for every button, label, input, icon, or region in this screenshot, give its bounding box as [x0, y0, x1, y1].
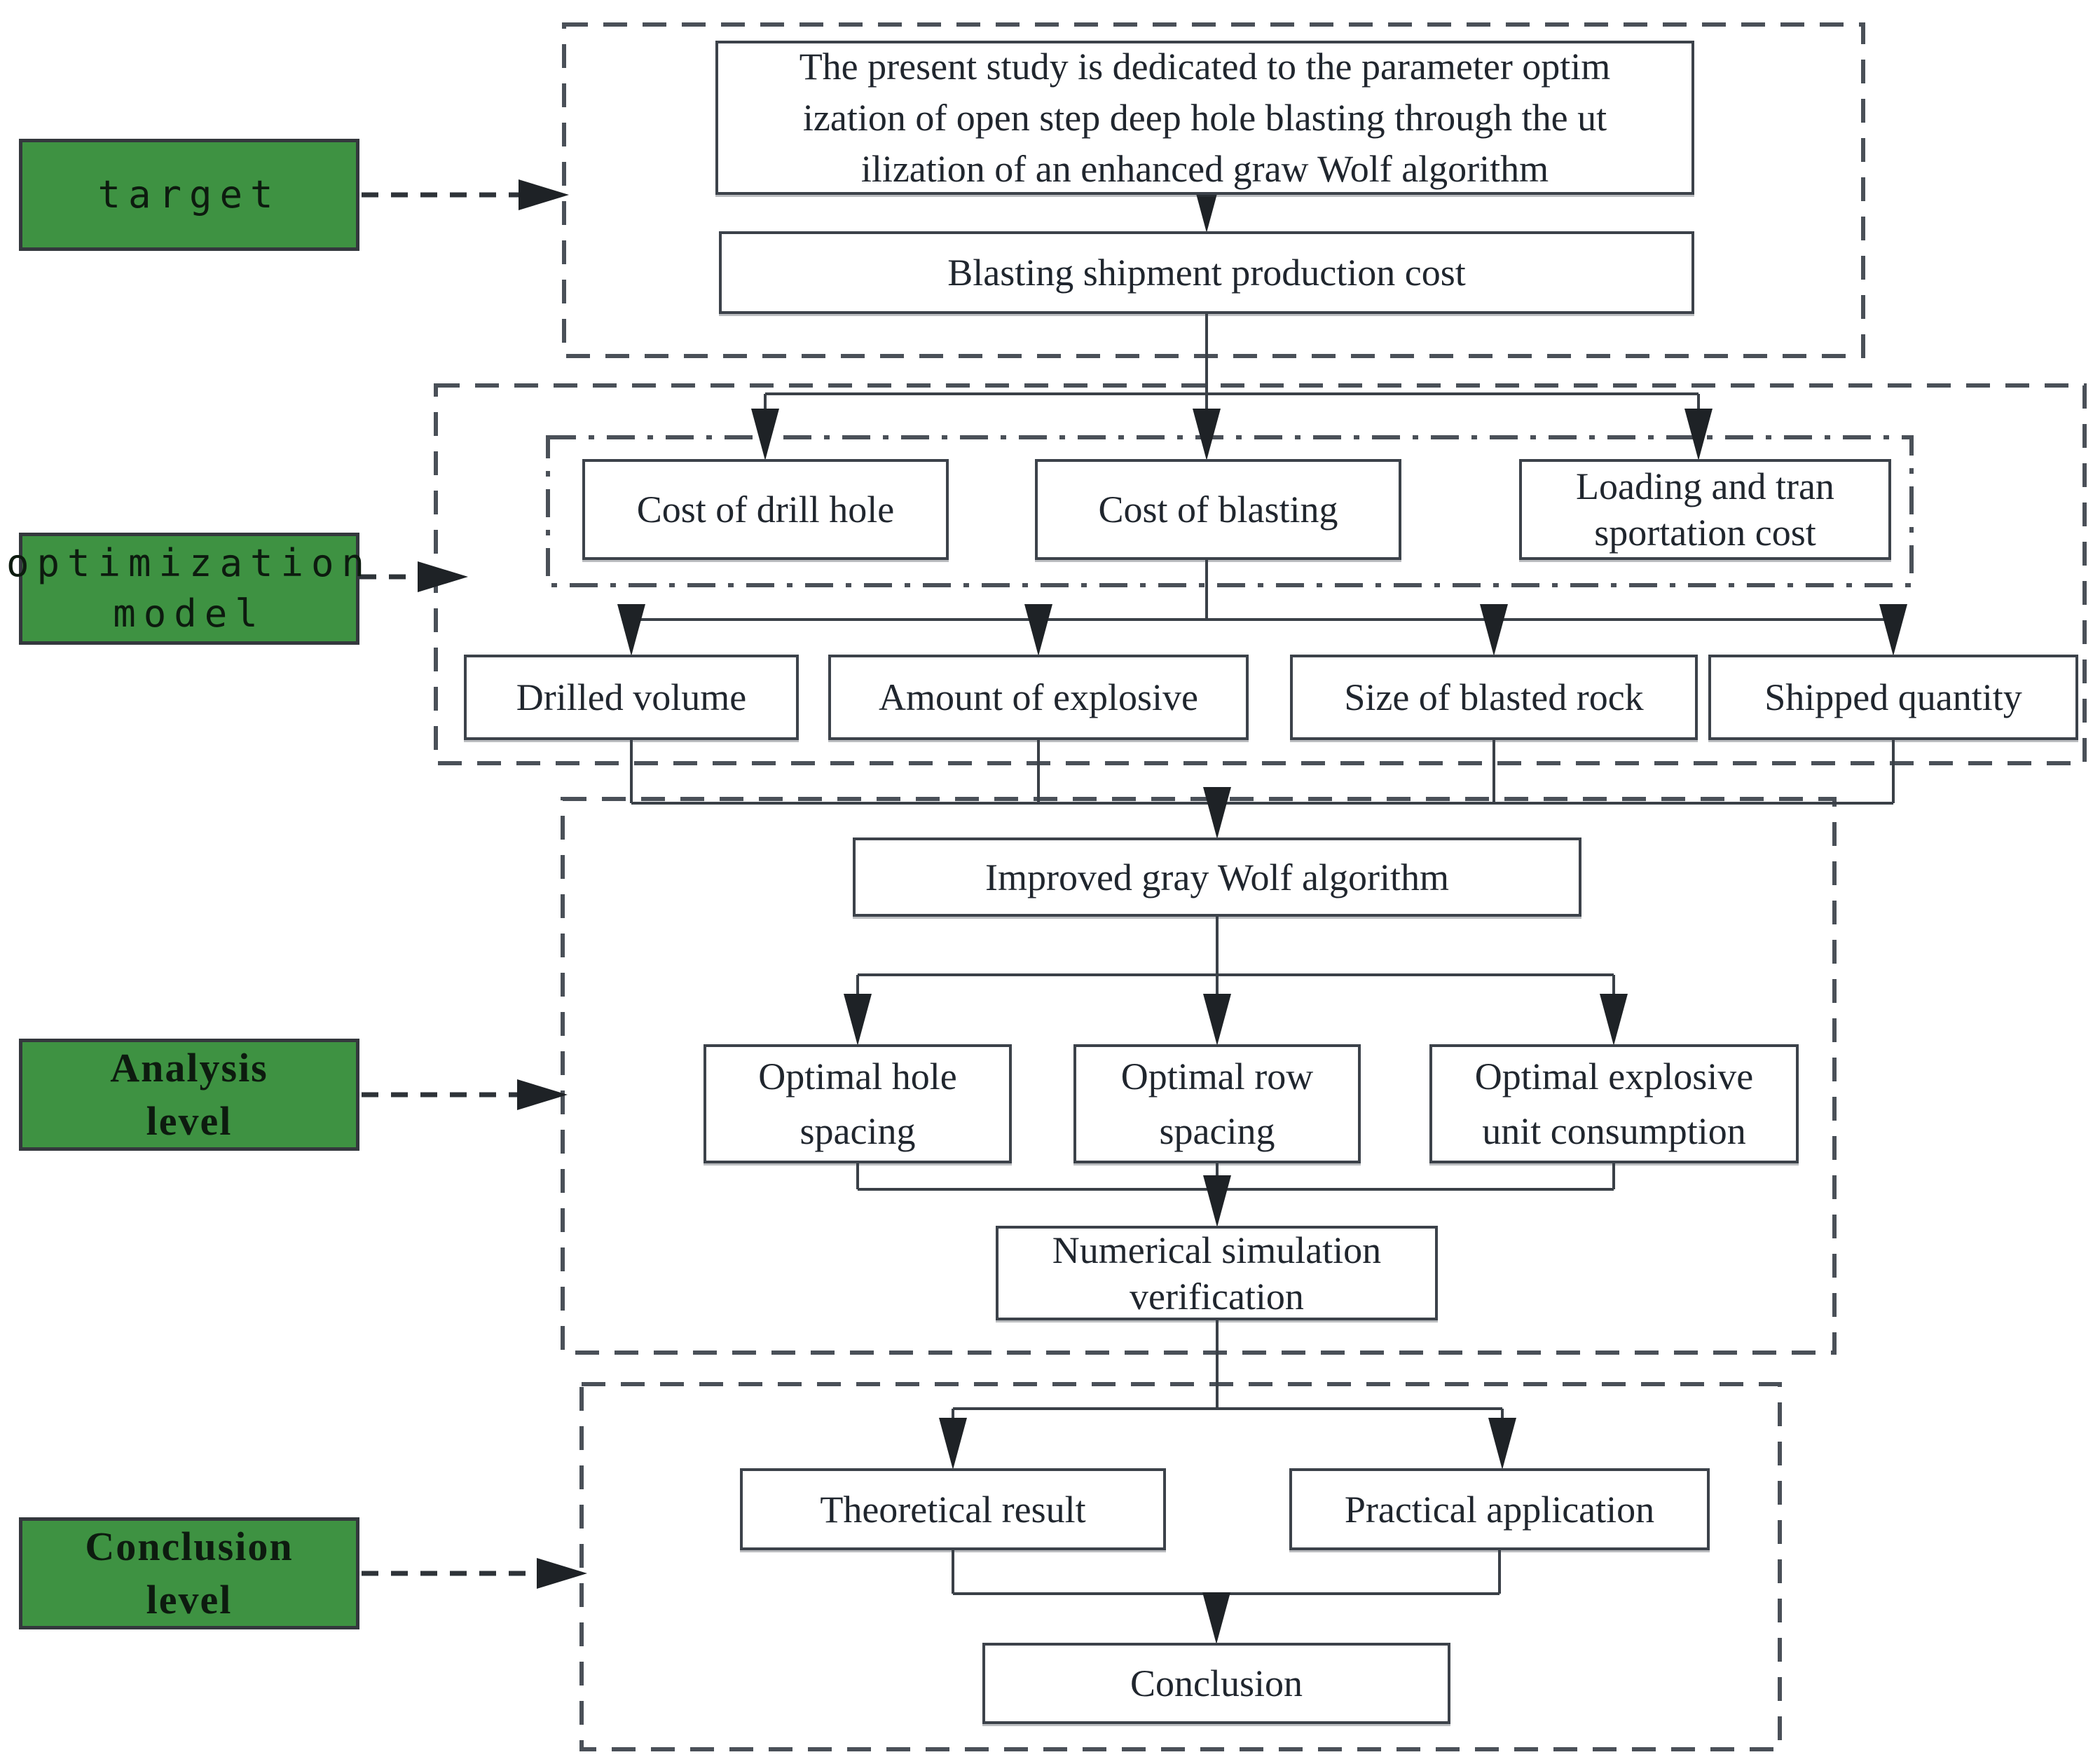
node-optimal-row-spacing: Optimal row spacing	[1073, 1044, 1361, 1163]
node-optimal-hole-spacing: Optimal hole spacing	[704, 1044, 1012, 1163]
node-improved-gray-wolf-algorithm: Improved gray Wolf algorithm	[853, 837, 1581, 917]
level-label-target: target	[19, 139, 359, 251]
right-arrowheads	[418, 179, 587, 1589]
node-study-statement: The present study is dedicated to the pa…	[715, 41, 1694, 195]
analysis-section-container	[561, 797, 1837, 1355]
node-size-of-blasted-rock: Size of blasted rock	[1290, 655, 1698, 740]
down-arrowheads	[617, 181, 1907, 1644]
node-practical-application: Practical application	[1289, 1468, 1710, 1550]
level-label-arrows	[359, 192, 538, 1576]
node-amount-of-explosive: Amount of explosive	[828, 655, 1249, 740]
level-label-conclusion: Conclusion level	[19, 1517, 359, 1629]
level-label-optimization-model: optimization model	[6, 533, 364, 645]
node-conclusion: Conclusion	[982, 1643, 1450, 1724]
conclusion-section-container	[579, 1382, 1782, 1751]
node-cost-of-blasting: Cost of blasting	[1035, 459, 1401, 560]
node-cost-of-drill-hole: Cost of drill hole	[582, 459, 949, 560]
node-blasting-shipment-production-cost: Blasting shipment production cost	[719, 231, 1694, 314]
level-label-analysis: Analysis level	[19, 1039, 359, 1151]
node-loading-transportation-cost: Loading and tran sportation cost	[1519, 459, 1891, 560]
target-section-container	[562, 22, 1865, 358]
node-optimal-explosive-unit-consumption: Optimal explosive unit consumption	[1429, 1044, 1799, 1163]
node-shipped-quantity: Shipped quantity	[1708, 655, 2078, 740]
node-theoretical-result: Theoretical result	[740, 1468, 1166, 1550]
node-drilled-volume: Drilled volume	[464, 655, 799, 740]
node-numerical-simulation-verification: Numerical simulation verification	[996, 1226, 1438, 1320]
cost-group-container	[546, 435, 1914, 587]
